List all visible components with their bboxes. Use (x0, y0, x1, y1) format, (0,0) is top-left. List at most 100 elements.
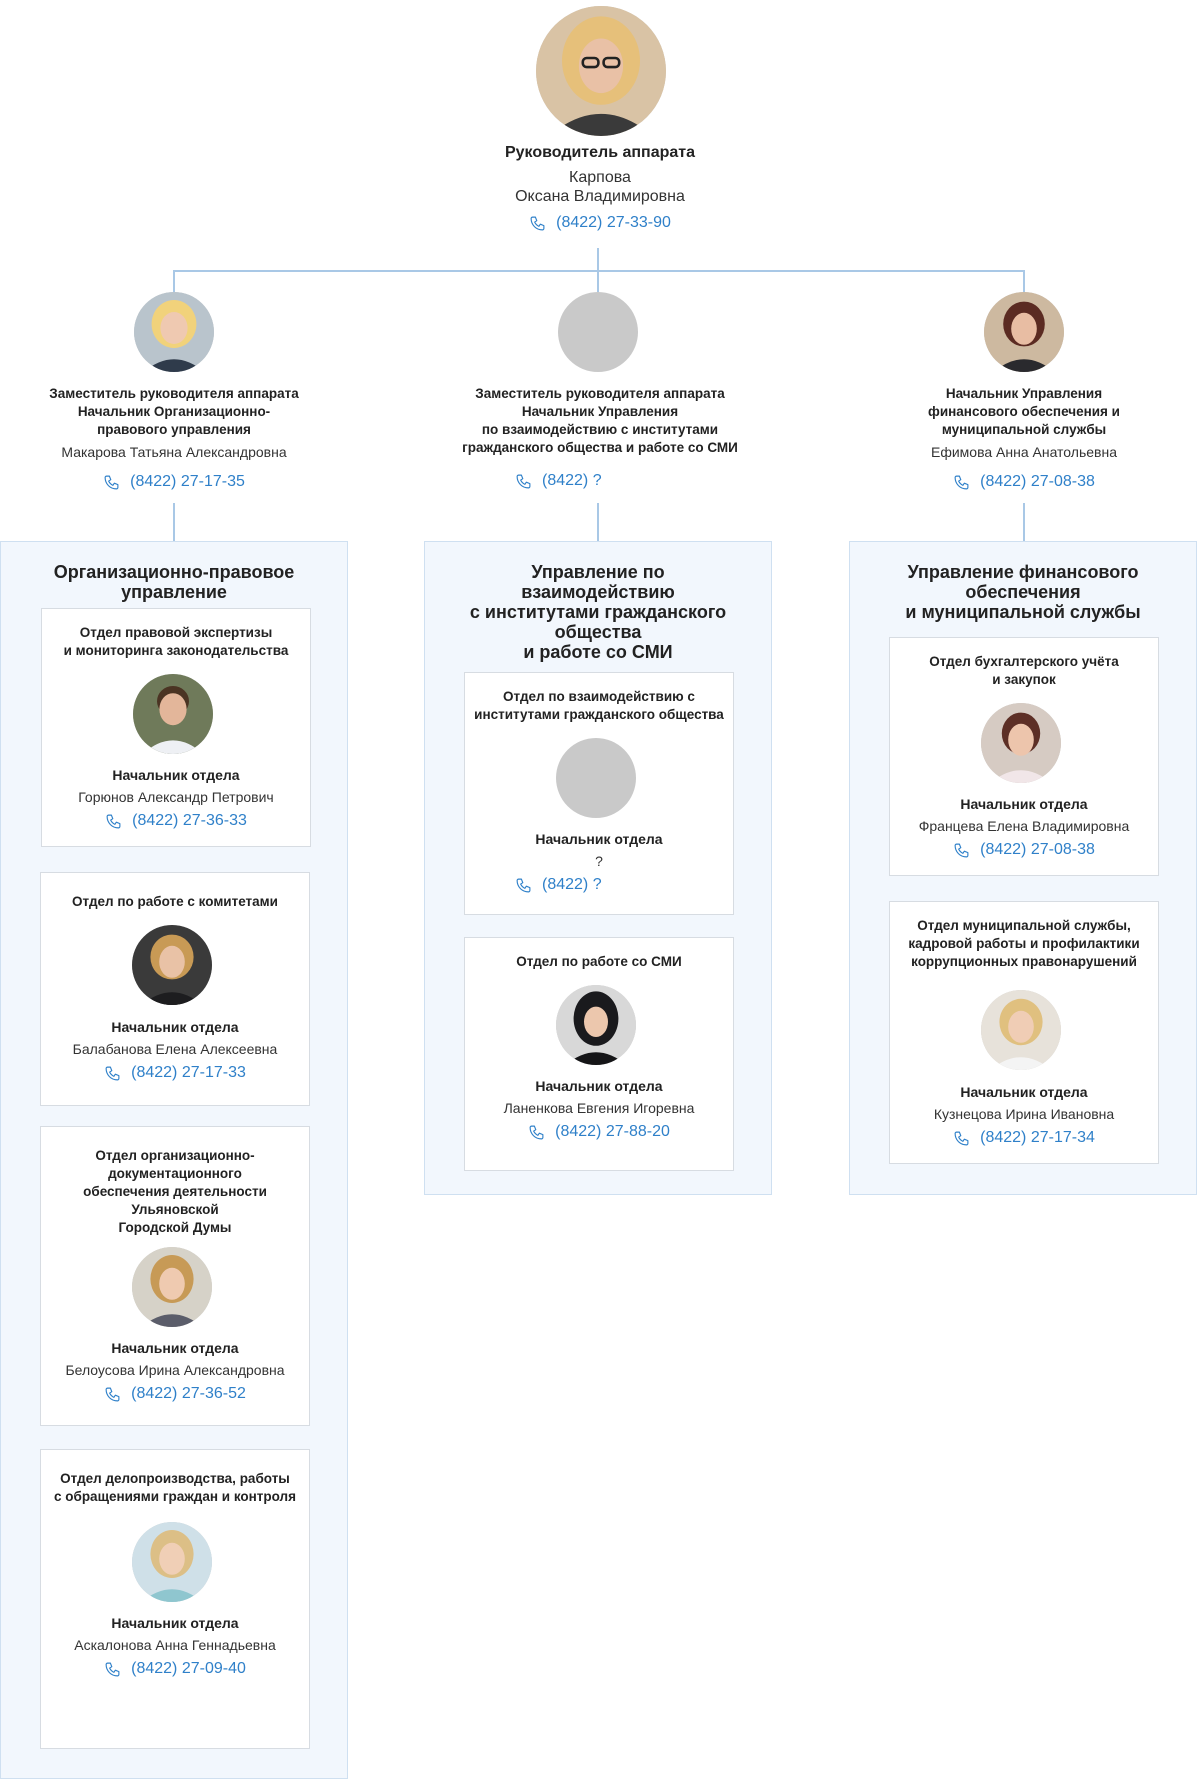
unit-phone[interactable]: (8422) 27-88-20 (465, 1122, 733, 1142)
department-panel-civil-society: Управление по взаимодействию с института… (424, 541, 772, 1195)
unit-head-name: Кузнецова Ирина Ивановна (933, 1106, 1115, 1122)
head-phone[interactable]: (8422) 27-33-90 (450, 213, 750, 233)
unit-phone-number: (8422) 27-08-38 (980, 841, 1095, 858)
unit-head-role: Начальник отдела (535, 1078, 663, 1094)
unit-title: Отдел по взаимодействию с институтами гр… (474, 689, 724, 722)
person-photo-icon (133, 674, 213, 754)
department-title: Управление финансового обеспечения и мун… (905, 562, 1141, 622)
unit-phone[interactable]: (8422) 27-36-33 (42, 811, 310, 831)
unit-head-photo (556, 985, 636, 1065)
unit-head-role: Начальник отдела (111, 1340, 239, 1356)
connector-mid-down (597, 270, 599, 292)
unit-phone[interactable]: (8422) ? (465, 875, 733, 895)
unit-head-photo (981, 703, 1061, 783)
unit-card: Отдел делопроизводства, работы с обращен… (40, 1449, 310, 1749)
unit-head-name: ? (595, 853, 603, 869)
phone-icon (516, 474, 531, 488)
deputy-3-phone-number: (8422) 27-08-38 (980, 473, 1095, 490)
unit-head-photo (132, 925, 212, 1005)
unit-phone-number: (8422) 27-17-33 (131, 1064, 246, 1081)
head-phone-number: (8422) 27-33-90 (556, 214, 671, 231)
connector-left-down (173, 270, 175, 292)
head-name: Карпова Оксана Владимировна (515, 169, 685, 205)
phone-icon (105, 1387, 120, 1401)
unit-phone-number: (8422) 27-88-20 (555, 1123, 670, 1140)
connector-right-down (1023, 270, 1025, 292)
unit-title: Отдел по работе с комитетами (72, 894, 278, 909)
person-photo-icon (132, 1247, 212, 1327)
unit-card: Отдел муниципальной службы, кадровой раб… (889, 901, 1159, 1164)
unit-phone-number: (8422) ? (542, 876, 602, 893)
unit-head-role: Начальник отдела (960, 1084, 1088, 1100)
phone-icon (954, 1131, 969, 1145)
connector-right-panel (1023, 503, 1025, 541)
deputy-3-photo (984, 292, 1064, 372)
phone-icon (529, 1125, 544, 1139)
unit-title: Отдел организационно- документационного … (83, 1148, 267, 1235)
unit-head-name: Аскалонова Анна Геннадьевна (74, 1637, 276, 1653)
connector-horizontal (173, 270, 1025, 272)
deputy-2-phone[interactable]: (8422) ? (448, 471, 748, 491)
deputy-3-phone[interactable]: (8422) 27-08-38 (874, 472, 1174, 492)
deputy-2-phone-number: (8422) ? (542, 472, 602, 489)
phone-icon (954, 843, 969, 857)
person-photo-icon (132, 925, 212, 1005)
person-photo-icon (132, 1522, 212, 1602)
phone-icon (530, 216, 545, 230)
unit-head-role: Начальник отдела (535, 831, 663, 847)
unit-title: Отдел делопроизводства, работы с обращен… (53, 1471, 297, 1504)
connector-head-down (597, 248, 599, 270)
head-photo (536, 6, 666, 136)
deputy-1-name: Макарова Татьяна Александровна (61, 444, 287, 460)
connector-mid-panel (597, 503, 599, 541)
person-photo-icon (981, 703, 1061, 783)
deputy-2-title: Заместитель руководителя аппарата Началь… (462, 386, 738, 455)
unit-head-name: Францева Елена Владимировна (918, 818, 1130, 834)
unit-card: Отдел по взаимодействию с институтами гр… (464, 672, 734, 915)
unit-title: Отдел бухгалтерского учёта и закупок (929, 654, 1119, 687)
unit-phone[interactable]: (8422) 27-17-33 (41, 1063, 309, 1083)
unit-head-photo (981, 990, 1061, 1070)
unit-head-photo (132, 1247, 212, 1327)
unit-phone-number: (8422) 27-36-33 (132, 812, 247, 829)
head-title: Руководитель аппарата (504, 144, 696, 161)
unit-head-role: Начальник отдела (112, 767, 240, 783)
unit-head-photo (132, 1522, 212, 1602)
deputy-2-avatar-placeholder (558, 292, 638, 372)
person-photo-icon (134, 292, 214, 372)
unit-title: Отдел правовой экспертизы и мониторинга … (63, 625, 289, 658)
unit-head-name: Белоусова Ирина Александровна (65, 1362, 285, 1378)
unit-card: Отдел по работе со СМИ Начальник отдела … (464, 937, 734, 1171)
unit-head-role: Начальник отдела (111, 1019, 239, 1035)
unit-phone[interactable]: (8422) 27-17-34 (890, 1128, 1158, 1148)
phone-icon (105, 1066, 120, 1080)
person-photo-icon (981, 990, 1061, 1070)
unit-head-role: Начальник отдела (111, 1615, 239, 1631)
department-panel-finance: Управление финансового обеспечения и мун… (849, 541, 1197, 1195)
unit-card: Отдел правовой экспертизы и мониторинга … (41, 608, 311, 847)
unit-head-photo (133, 674, 213, 754)
unit-card: Отдел по работе с комитетами Начальник о… (40, 872, 310, 1106)
unit-card: Отдел бухгалтерского учёта и закупок Нач… (889, 637, 1159, 876)
phone-icon (106, 814, 121, 828)
deputy-3-title: Начальник Управления финансового обеспеч… (928, 386, 1120, 437)
unit-title: Отдел муниципальной службы, кадровой раб… (908, 918, 1140, 969)
connector-left-panel (173, 503, 175, 541)
unit-phone[interactable]: (8422) 27-09-40 (41, 1659, 309, 1679)
phone-icon (104, 475, 119, 489)
person-photo-icon (984, 292, 1064, 372)
deputy-1-phone-number: (8422) 27-17-35 (130, 473, 245, 490)
unit-title: Отдел по работе со СМИ (516, 954, 682, 969)
unit-head-role: Начальник отдела (960, 796, 1088, 812)
department-panel-legal: Организационно-правовое управление Отдел… (0, 541, 348, 1779)
person-photo-icon (556, 985, 636, 1065)
unit-phone[interactable]: (8422) 27-36-52 (41, 1384, 309, 1404)
unit-phone-number: (8422) 27-09-40 (131, 1660, 246, 1677)
unit-avatar-placeholder (556, 738, 636, 818)
unit-head-name: Ланенкова Евгения Игоревна (503, 1100, 695, 1116)
unit-phone[interactable]: (8422) 27-08-38 (890, 840, 1158, 860)
person-photo-icon (536, 6, 666, 136)
deputy-1-phone[interactable]: (8422) 27-17-35 (24, 472, 324, 492)
phone-icon (516, 878, 531, 892)
department-title: Управление по взаимодействию с института… (469, 562, 727, 662)
